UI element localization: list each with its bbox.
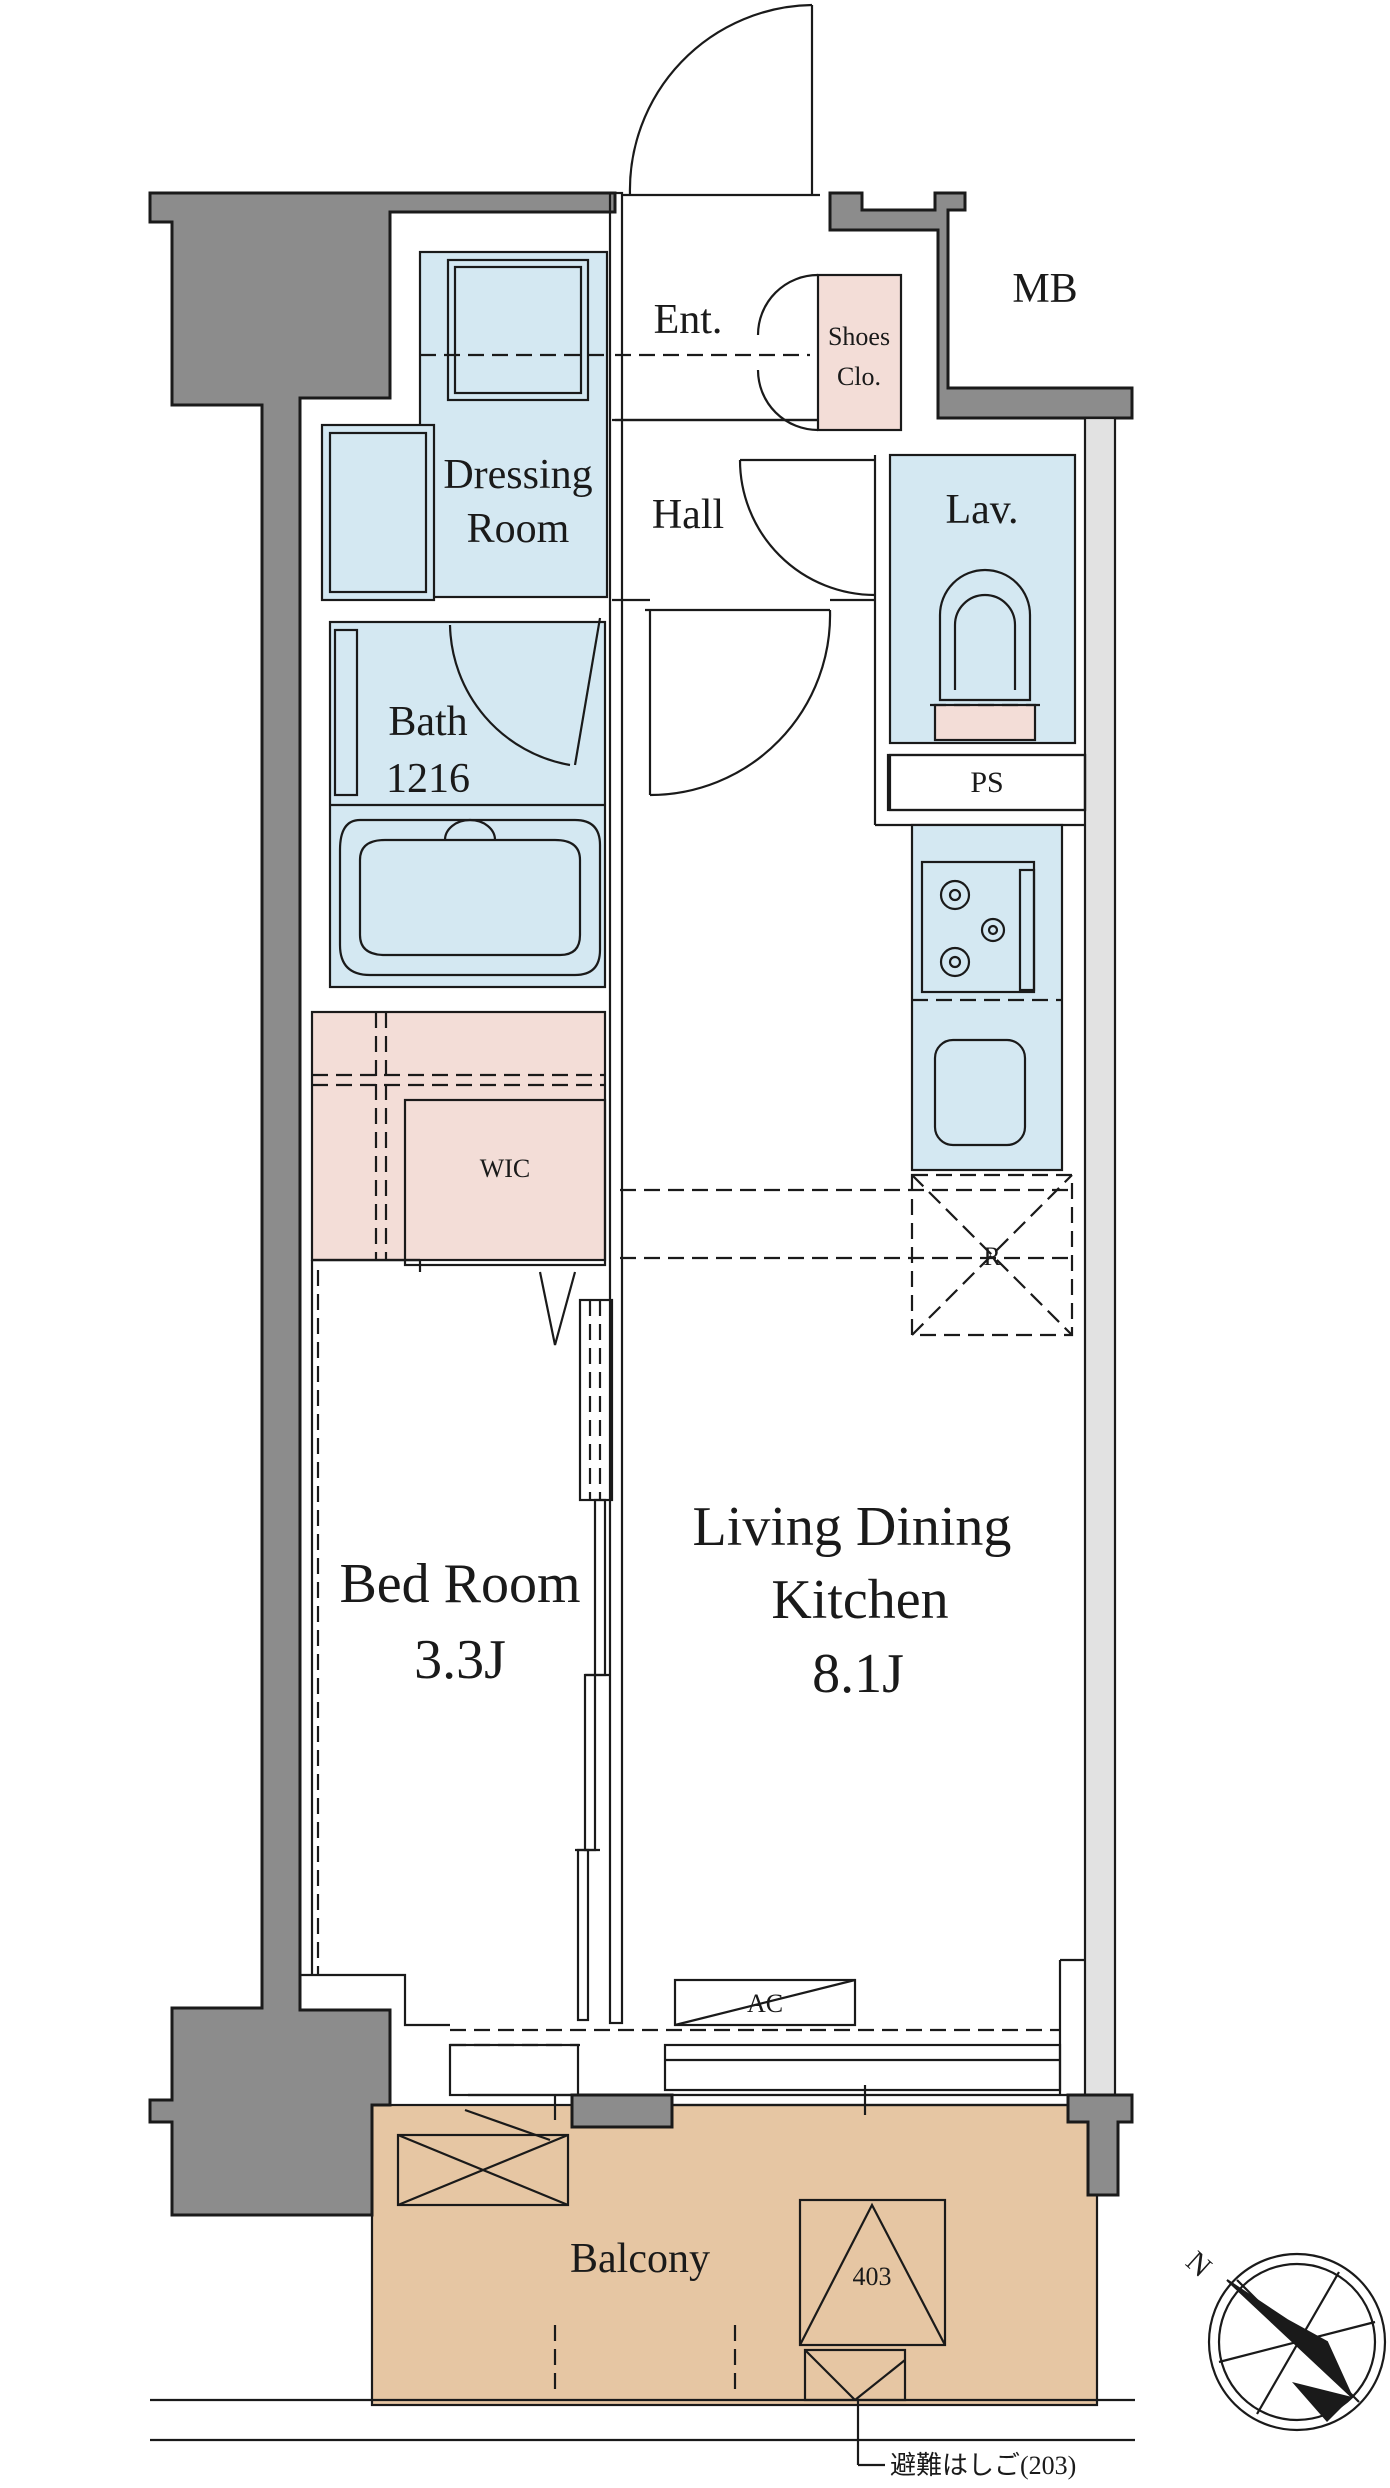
meter-box-label: MB bbox=[1012, 266, 1077, 312]
bath: Bath 1216 bbox=[328, 617, 607, 989]
stove-burners bbox=[939, 879, 1006, 978]
kitchen-counter bbox=[910, 823, 1064, 1172]
lavatory-label: Lav. bbox=[945, 487, 1018, 533]
windows bbox=[448, 1958, 1085, 2142]
aircon-label: AC bbox=[747, 1989, 783, 2018]
air-conditioner: AC bbox=[673, 1978, 857, 2027]
bedroom: Bed Room 3.3J bbox=[300, 1270, 581, 2027]
pipe-space-label: PS bbox=[970, 766, 1003, 799]
pipe-space: PS bbox=[888, 753, 1087, 812]
dressing-room-label-1: Dressing bbox=[443, 452, 592, 498]
entrance-label: Ent. bbox=[654, 297, 723, 343]
bedroom-label-2: 3.3J bbox=[414, 1629, 506, 1691]
compass: N bbox=[1180, 2245, 1387, 2432]
bedroom-label-1: Bed Room bbox=[339, 1553, 580, 1615]
compass-north-label: N bbox=[1180, 2245, 1218, 2284]
dressing-room-label-2: Room bbox=[467, 506, 570, 552]
shoes-closet: Shoes Clo. bbox=[756, 273, 903, 432]
hatch-label: 403 bbox=[853, 2262, 892, 2291]
compass-needle bbox=[1226, 2279, 1353, 2398]
hall-label: Hall bbox=[652, 492, 724, 538]
balcony-area bbox=[150, 2103, 1135, 2467]
escape-hatch bbox=[798, 2198, 947, 2402]
lavatory: Lav. bbox=[888, 453, 1077, 745]
ladder-note: 避難はしご(203) bbox=[890, 2451, 1076, 2480]
sliding-partition bbox=[575, 1298, 614, 2022]
living-dining-kitchen: Living Dining Kitchen 8.1J bbox=[693, 1496, 1012, 1705]
entrance-door bbox=[615, 3, 820, 422]
ldk-label-1: Living Dining bbox=[693, 1496, 1012, 1558]
dressing-room: Dressing Room bbox=[320, 250, 610, 602]
hall: Hall bbox=[645, 458, 876, 797]
bath-label-1: Bath bbox=[388, 699, 467, 745]
bath-label-2: 1216 bbox=[386, 756, 470, 802]
shoes-closet-label-1: Shoes bbox=[828, 322, 890, 351]
refrigerator-space: R bbox=[910, 1173, 1074, 1337]
balcony-label: Balcony bbox=[570, 2236, 710, 2282]
wic: WIC bbox=[310, 1010, 607, 1346]
shoes-closet-label-2: Clo. bbox=[837, 362, 881, 391]
walls bbox=[148, 191, 1134, 2217]
wic-label: WIC bbox=[480, 1154, 531, 1183]
refrigerator-label: R bbox=[983, 1242, 1001, 1271]
ldk-label-2: Kitchen bbox=[771, 1569, 948, 1631]
ldk-label-3: 8.1J bbox=[812, 1643, 904, 1705]
